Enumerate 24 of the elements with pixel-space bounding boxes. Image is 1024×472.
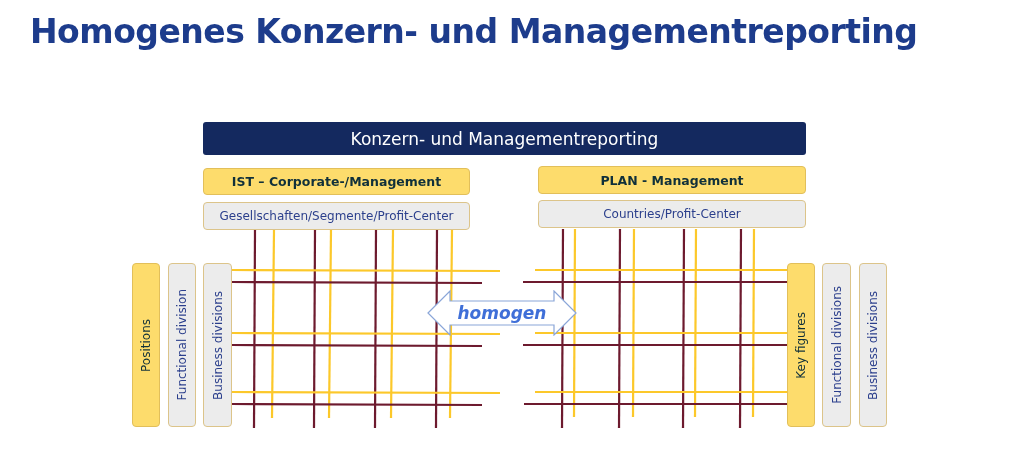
dimension-bar — [168, 263, 196, 427]
dimension-bar — [203, 263, 232, 427]
arrow-label: homogen — [457, 303, 547, 323]
box-label: Business divisions — [210, 290, 225, 400]
category-bar — [787, 263, 815, 427]
box-label: Konzern- und Managementreporting — [350, 128, 659, 149]
dimension-box — [538, 200, 806, 228]
box-label: PLAN - Management — [600, 172, 744, 188]
box-label: Key figures — [794, 311, 808, 379]
category-bar — [132, 263, 160, 427]
category-header — [538, 166, 806, 194]
dimension-bar — [822, 263, 851, 427]
box-label: Functional division — [175, 289, 189, 401]
header-bar — [203, 122, 806, 155]
dimension-box — [203, 202, 470, 230]
category-header — [203, 168, 470, 195]
dimension-bar — [859, 263, 887, 427]
box-label: Positions — [139, 318, 153, 372]
box-label: Countries/Profit-Center — [603, 207, 741, 221]
box-label: Business divisions — [866, 290, 880, 400]
page-title: Homogenes Konzern- und Managementreporting — [30, 12, 918, 51]
box-label: IST – Corporate-/Management — [231, 174, 442, 189]
box-label: Gesellschaften/Segmente/Profit-Center — [219, 209, 454, 223]
box-label: Functional divisions — [829, 286, 844, 404]
